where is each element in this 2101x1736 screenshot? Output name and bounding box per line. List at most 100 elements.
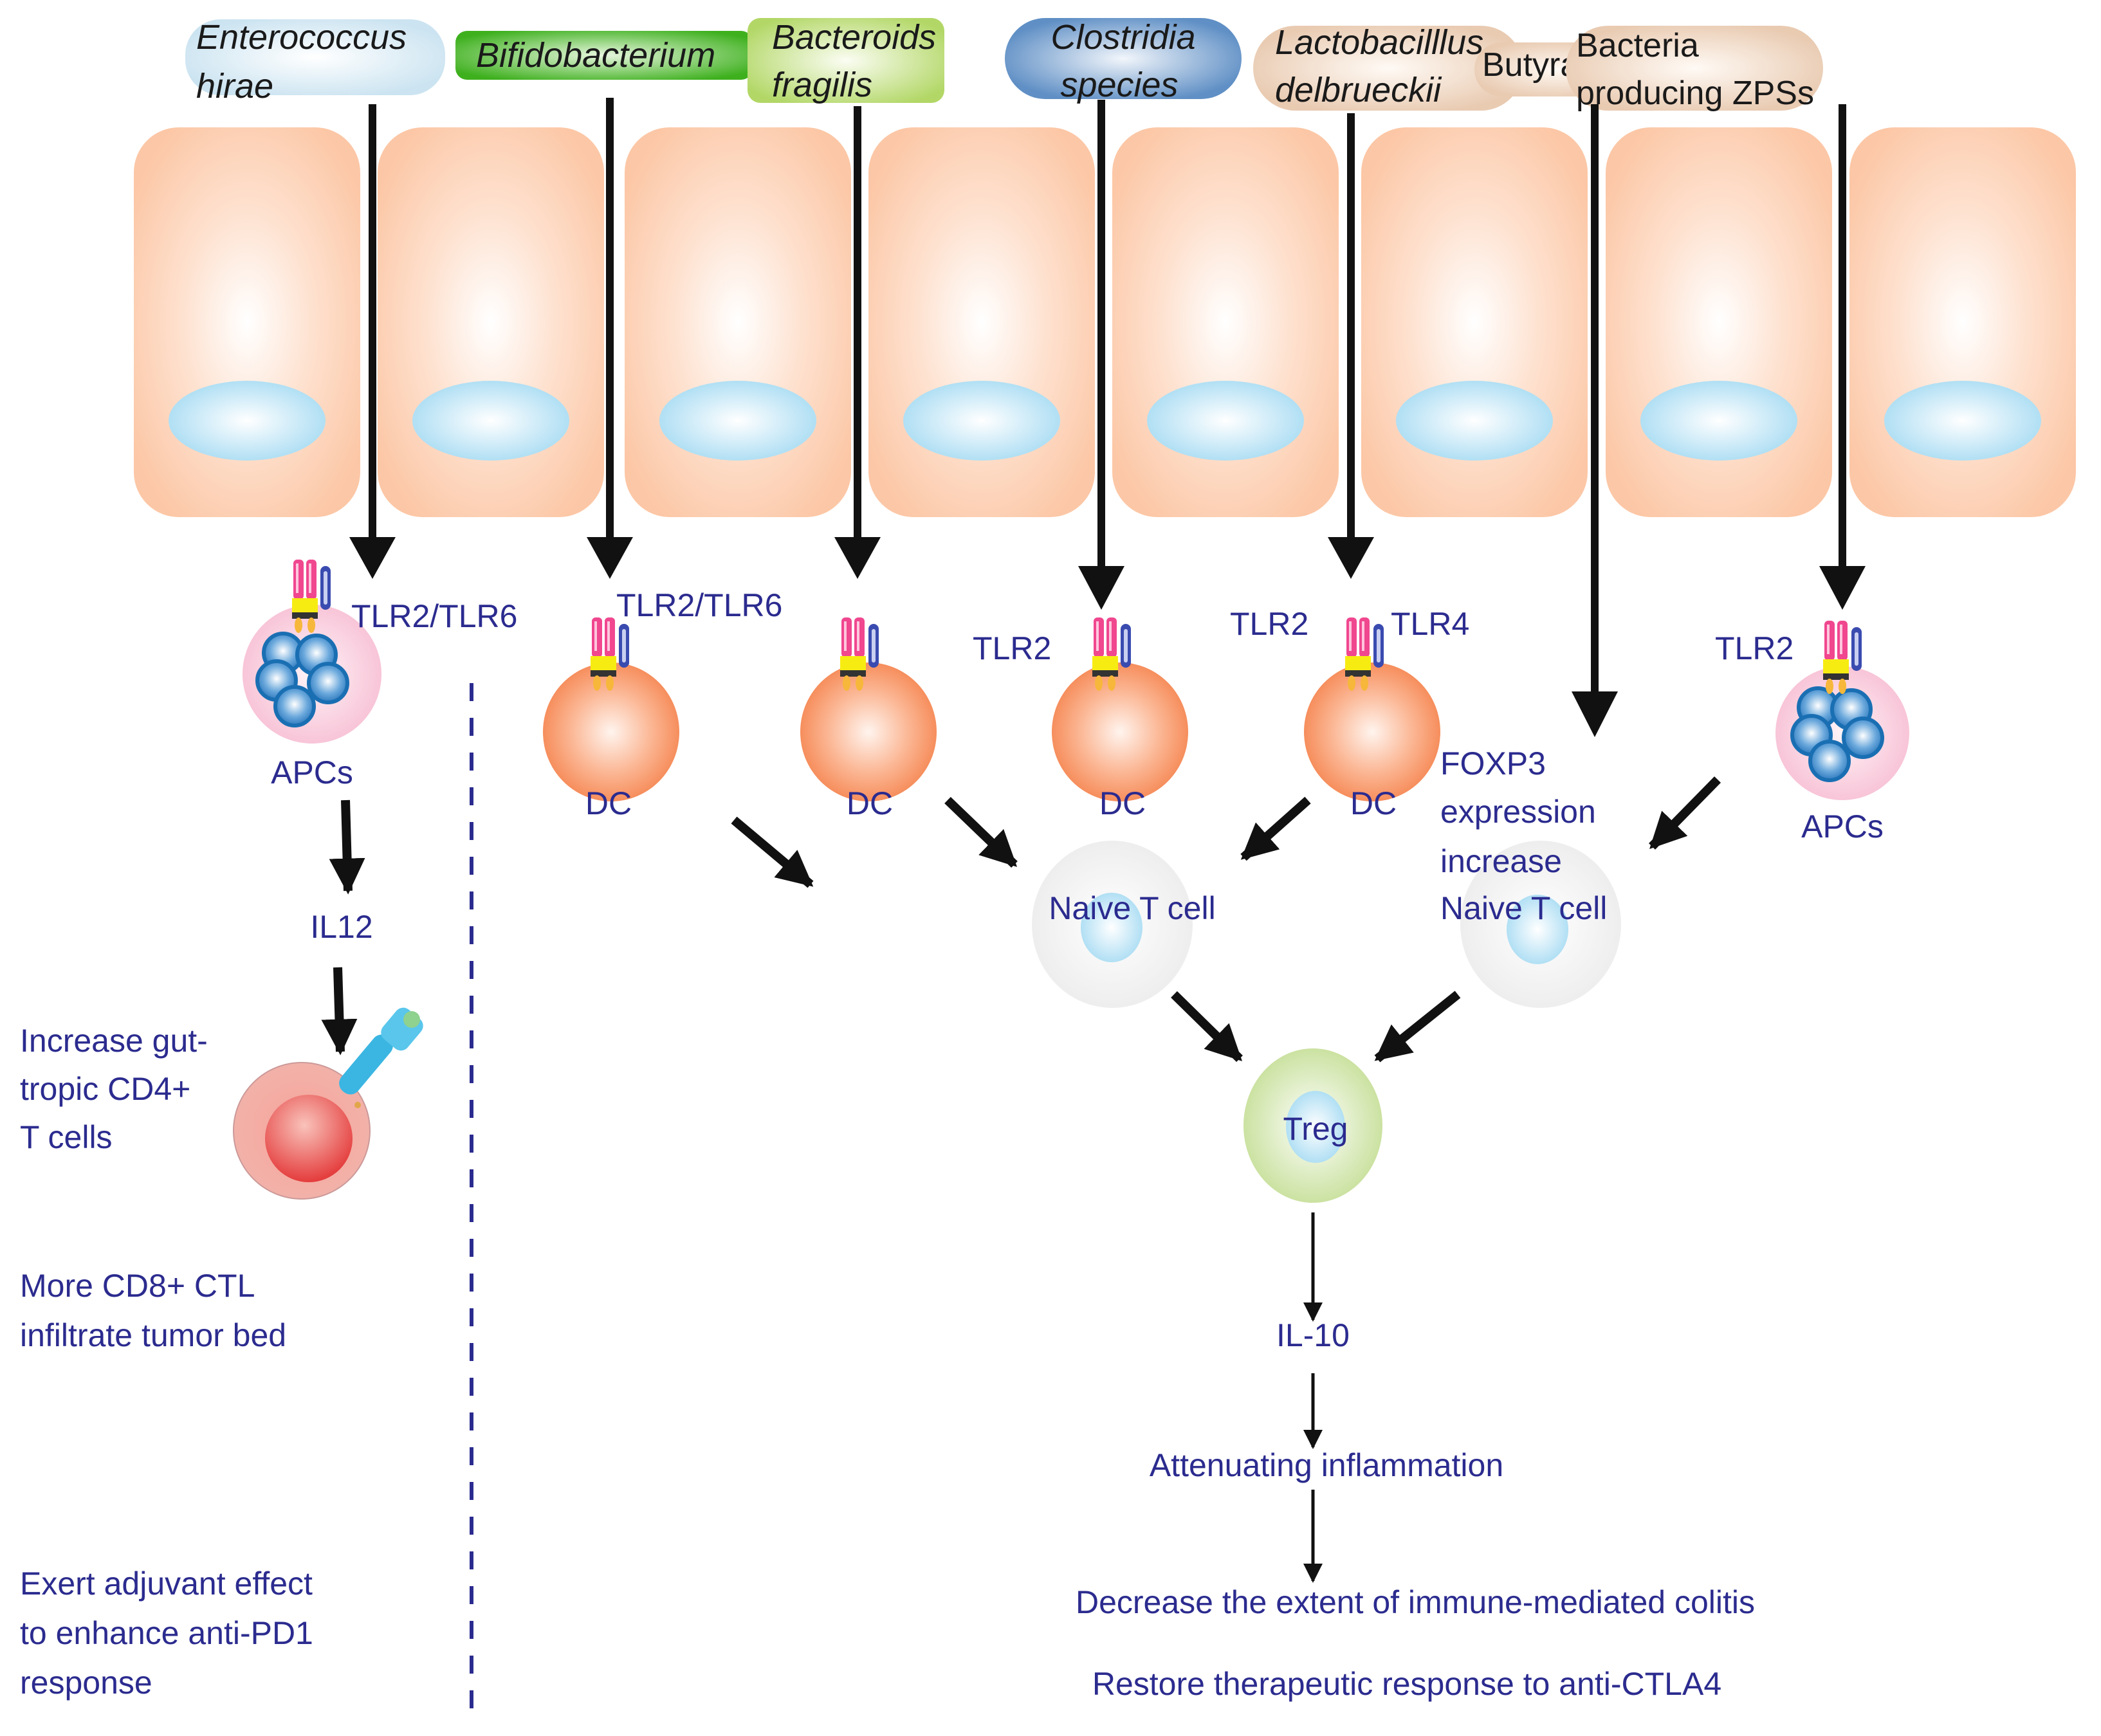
bacteria-pill bbox=[748, 18, 944, 103]
receptor-label-tlr4: TLR4 bbox=[1391, 606, 1469, 642]
bacteria-pill bbox=[1253, 26, 1523, 111]
bacteria-pill bbox=[455, 31, 753, 80]
naive-t-cell-nucleus bbox=[1081, 893, 1142, 962]
treg-label: Treg bbox=[1283, 1111, 1348, 1147]
nucleus bbox=[1640, 381, 1797, 461]
naive-t-cell-right: FOXP3 expression increase Naive T cell bbox=[1440, 745, 1621, 1008]
attenuating-inflammation-label: Attenuating inflammation bbox=[1150, 1447, 1503, 1483]
cd4-receptor-icon bbox=[339, 1007, 423, 1108]
bacteria-arrows bbox=[349, 98, 1866, 737]
bacteria-clostridia-species: Clostridia species bbox=[1005, 18, 1242, 104]
bacteria-label-line-2: hirae bbox=[196, 67, 273, 105]
foxp3-label-line-3: increase bbox=[1440, 843, 1562, 879]
colitis-label: Decrease the extent of immune-mediated c… bbox=[1076, 1584, 1755, 1620]
foxp3-label-line-1: FOXP3 bbox=[1440, 745, 1546, 781]
naive-t-cell-label: Naive T cell bbox=[1440, 890, 1607, 926]
treg-cell: Treg bbox=[1243, 1048, 1382, 1203]
outcome-text-line-2: to enhance anti-PD1 bbox=[20, 1615, 313, 1651]
epithelial-cell bbox=[134, 127, 360, 517]
treg-cell-nucleus bbox=[1286, 1091, 1345, 1163]
nucleus bbox=[169, 381, 326, 461]
arrow-clostridia-head bbox=[1078, 566, 1124, 610]
naive-t-cell-left: Naive T cell bbox=[1032, 841, 1216, 1008]
bacteria-label: Bifidobacterium bbox=[476, 36, 715, 75]
foxp3-label-line-2: expression bbox=[1440, 794, 1596, 830]
apc-right: TLR2 APCs bbox=[1715, 621, 1909, 845]
dc-cell bbox=[1052, 662, 1188, 801]
cd8-text-line-2: infiltrate tumor bed bbox=[20, 1317, 286, 1353]
arrow-zps-head bbox=[1819, 566, 1866, 610]
dc-lactobacillus: TLR2 TLR4 DC bbox=[1230, 606, 1469, 821]
dc-label: DC bbox=[1350, 785, 1397, 821]
dc-cell bbox=[800, 662, 937, 801]
dc-cell bbox=[1304, 662, 1440, 801]
epithelial-cell bbox=[1361, 127, 1588, 517]
bacteria-label-line-2: producing ZPSs bbox=[1576, 75, 1814, 112]
epithelial-cell bbox=[2093, 127, 2101, 517]
nucleus bbox=[1884, 381, 2041, 461]
receptor-label-tlr2-tlr6: TLR2/TLR6 bbox=[616, 587, 782, 623]
arrow-dc4-to-naive bbox=[1240, 796, 1311, 861]
arrow-dc1-to-naive bbox=[731, 816, 814, 888]
nucleus bbox=[412, 381, 569, 461]
anti-ctla4-label: Restore therapeutic response to anti-CTL… bbox=[1092, 1666, 1721, 1702]
dc-label: DC bbox=[1099, 785, 1146, 821]
bacteria-enterococcus-hirae: Enterococcus hirae bbox=[185, 18, 445, 105]
bacteria-bifidobacterium: Bifidobacterium bbox=[455, 31, 753, 80]
cd4-cell-inner bbox=[265, 1095, 353, 1182]
bacteria-label-line-1: Enterococcus bbox=[196, 18, 407, 57]
dc-bacteroids: DC bbox=[800, 617, 937, 821]
bacteria-lactobacillus-delbrueckii: Lactobacilllus delbrueckii bbox=[1253, 23, 1523, 111]
arrow-dc2-to-naive bbox=[944, 796, 1018, 868]
naive-t-cell-label: Naive T cell bbox=[1049, 890, 1215, 926]
nucleus bbox=[903, 381, 1060, 461]
dc-label: DC bbox=[585, 785, 632, 821]
dc-clostridia: TLR2 DC bbox=[973, 617, 1188, 821]
dc-label: DC bbox=[847, 785, 893, 821]
cd4-text-line-1: Increase gut- bbox=[20, 1023, 208, 1059]
bacteria-pill bbox=[1005, 18, 1242, 99]
epithelial-cell bbox=[1606, 127, 1832, 517]
bacteria-label-line-2: fragilis bbox=[772, 66, 872, 104]
arrow-apc-to-il12 bbox=[329, 799, 365, 895]
outcome-text-line-3: response bbox=[20, 1665, 152, 1701]
right-pathway: IL-10 Attenuating inflammation Decrease … bbox=[1076, 1317, 1755, 1702]
naive-t-cell-nucleus bbox=[1507, 895, 1568, 964]
bacteria-label-line-2: species bbox=[1060, 66, 1178, 104]
dc-cell bbox=[543, 662, 679, 801]
bacteria-label-line-1: Lactobacilllus bbox=[1275, 23, 1483, 62]
dc-bifidobacterium: TLR2/TLR6 DC bbox=[543, 587, 782, 821]
il10-label: IL-10 bbox=[1276, 1317, 1350, 1353]
receptor-label-tlr2: TLR2 bbox=[973, 630, 1051, 666]
arrow-bacteroids-head bbox=[834, 537, 881, 579]
arrow-butyrate-head bbox=[1572, 691, 1618, 737]
arrow-apc-to-naive bbox=[1649, 776, 1721, 850]
arrow-lactobacillus-head bbox=[1328, 537, 1374, 579]
cd4-text-line-3: T cells bbox=[20, 1119, 113, 1155]
bacteria-label-line-2: delbrueckii bbox=[1275, 71, 1442, 109]
il12-label: IL12 bbox=[310, 909, 372, 945]
arrow-il12-to-cd4 bbox=[321, 967, 358, 1055]
outcome-text-line-1: Exert adjuvant effect bbox=[20, 1566, 313, 1602]
receptor-label-tlr2: TLR2 bbox=[1715, 630, 1794, 666]
epithelial-cell bbox=[378, 127, 604, 517]
epithelial-cell bbox=[868, 127, 1095, 517]
left-pathway: IL12 Increase gut- tropic CD4+ T cells M… bbox=[20, 909, 423, 1701]
cd8-text-line-1: More CD8+ CTL bbox=[20, 1268, 255, 1304]
nucleus bbox=[1396, 381, 1553, 461]
receptor-label-tlr2: TLR2 bbox=[1230, 606, 1308, 642]
cd4-t-cell bbox=[233, 1007, 423, 1200]
bacteria-label-line-1: Clostridia bbox=[1050, 18, 1195, 57]
arrow-naive-left-to-treg bbox=[1171, 991, 1243, 1062]
nucleus bbox=[1147, 381, 1304, 461]
arrow-naive-right-to-treg bbox=[1374, 991, 1461, 1063]
bacteria-bacteroids-fragilis: Bacteroids fragilis bbox=[748, 18, 944, 104]
receptor-label-tlr2-tlr6: TLR2/TLR6 bbox=[351, 598, 517, 634]
apc-left: TLR2/TLR6 APCs bbox=[243, 560, 517, 790]
apc-label: APCs bbox=[271, 754, 353, 790]
epithelial-cell bbox=[1112, 127, 1339, 517]
cd4-text-line-2: tropic CD4+ bbox=[20, 1071, 190, 1107]
nucleus bbox=[659, 381, 816, 461]
epithelial-cell bbox=[1849, 127, 2076, 517]
